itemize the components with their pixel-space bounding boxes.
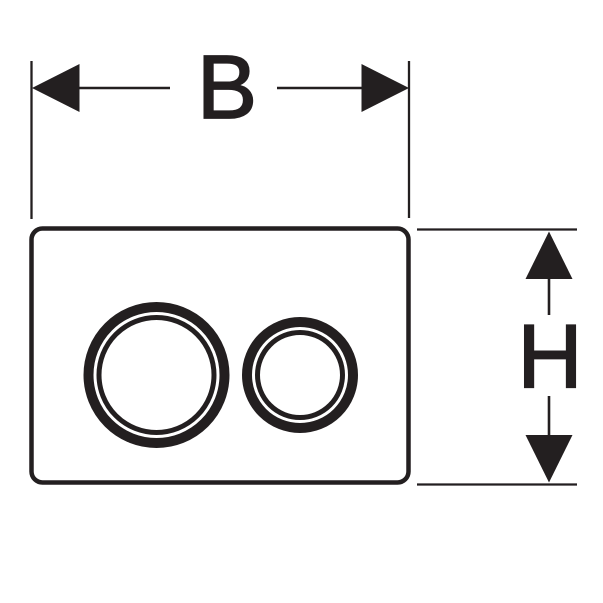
flush-button-large-outer-ring	[83, 302, 230, 448]
flush-button-large	[83, 302, 230, 448]
flush-button-small-inner-ring	[255, 330, 345, 420]
width-dimension-group: B	[30, 37, 411, 219]
flush-plate-group	[29, 226, 411, 485]
width-dimension-label: B	[197, 38, 257, 138]
flush-button-small	[242, 317, 358, 433]
height-dimension-group: H	[417, 228, 583, 486]
height-arrow-down-icon	[525, 435, 573, 483]
width-arrow-right-icon	[361, 64, 409, 112]
flush-button-small-outer-ring	[242, 317, 358, 433]
width-arrow-left-icon	[32, 64, 80, 112]
flush-button-large-inner-ring	[96, 315, 217, 435]
height-arrow-up-icon	[525, 231, 573, 279]
height-dimension-label: H	[518, 307, 583, 407]
